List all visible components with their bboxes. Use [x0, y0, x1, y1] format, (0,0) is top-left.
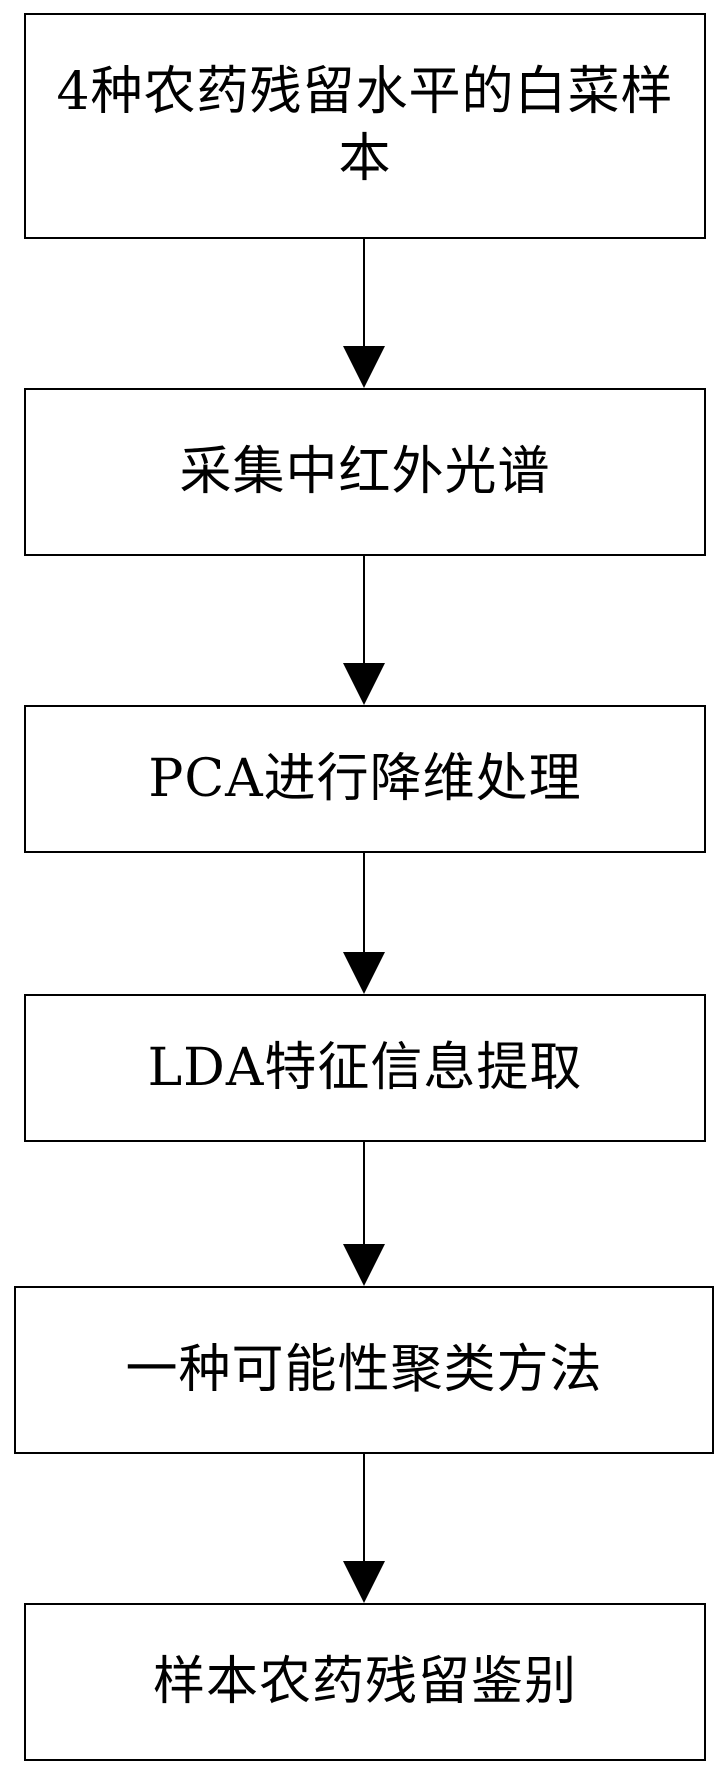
- step-pca-label: PCA进行降维处理: [148, 748, 582, 809]
- step-clustering-label: 一种可能性聚类方法: [125, 1339, 603, 1400]
- step-lda-label: LDA特征信息提取: [147, 1037, 583, 1098]
- arrow-3: [343, 853, 385, 994]
- step-pca-dimensionality-reduction: PCA进行降维处理: [24, 705, 706, 853]
- step-collect-mid-infrared-spectra: 采集中红外光谱: [24, 388, 706, 556]
- arrow-4: [343, 1142, 385, 1286]
- step-identification-label: 样本农药残留鉴别: [152, 1651, 577, 1712]
- step-collect-spectra-label: 采集中红外光谱: [179, 441, 551, 502]
- step-cabbage-samples: 4种农药残留水平的白菜样本: [24, 13, 706, 239]
- step-cabbage-samples-label: 4种农药残留水平的白菜样本: [56, 62, 674, 189]
- step-possibilistic-clustering: 一种可能性聚类方法: [14, 1286, 714, 1454]
- step-residue-identification: 样本农药残留鉴别: [24, 1603, 706, 1761]
- arrow-5: [343, 1454, 385, 1603]
- step-lda-feature-extraction: LDA特征信息提取: [24, 994, 706, 1142]
- arrow-2: [343, 556, 385, 705]
- arrow-1: [343, 239, 385, 388]
